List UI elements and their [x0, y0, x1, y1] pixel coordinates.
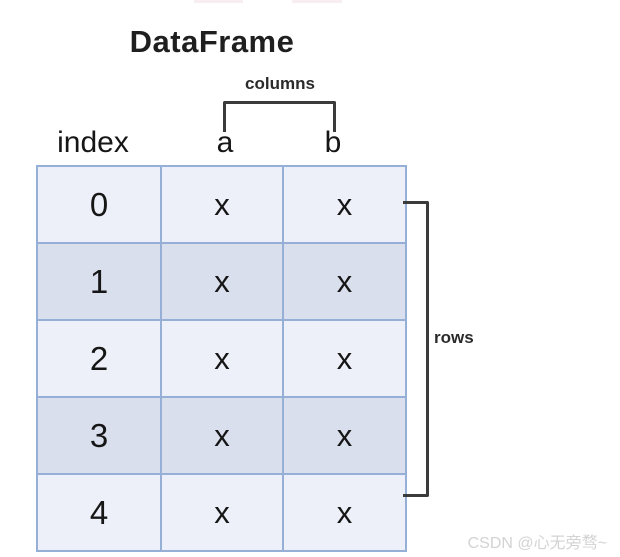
top-edge-artifact [194, 0, 243, 3]
rows-bracket [403, 201, 429, 497]
data-cell: x [282, 473, 407, 552]
data-cell: x [282, 165, 407, 244]
columns-bracket [223, 101, 336, 132]
data-cell: x [160, 473, 284, 552]
column-a-header-label: a [216, 126, 234, 159]
index-cell: 4 [36, 473, 162, 552]
data-cell: x [160, 242, 284, 321]
dataframe-table: 0 x x 1 x x 2 x x 3 x x 4 x x [36, 165, 407, 552]
data-cell: x [160, 396, 284, 475]
table-row: 4 x x [36, 473, 407, 552]
index-cell: 2 [36, 319, 162, 398]
csdn-watermark: CSDN @心无旁骛~ [467, 535, 607, 552]
data-cell: x [282, 319, 407, 398]
index-header-label: index [57, 126, 129, 159]
table-row: 0 x x [36, 165, 407, 244]
index-cell: 1 [36, 242, 162, 321]
data-cell: x [282, 396, 407, 475]
data-cell: x [160, 165, 284, 244]
index-cell: 3 [36, 396, 162, 475]
table-row: 2 x x [36, 319, 407, 398]
data-cell: x [160, 319, 284, 398]
rows-bracket-label: rows [434, 328, 474, 347]
columns-bracket-label: columns [245, 74, 315, 93]
table-row: 3 x x [36, 396, 407, 475]
table-row: 1 x x [36, 242, 407, 321]
column-b-header-label: b [324, 126, 342, 159]
index-cell: 0 [36, 165, 162, 244]
top-edge-artifact [292, 0, 342, 3]
diagram-title: DataFrame [129, 24, 295, 59]
data-cell: x [282, 242, 407, 321]
